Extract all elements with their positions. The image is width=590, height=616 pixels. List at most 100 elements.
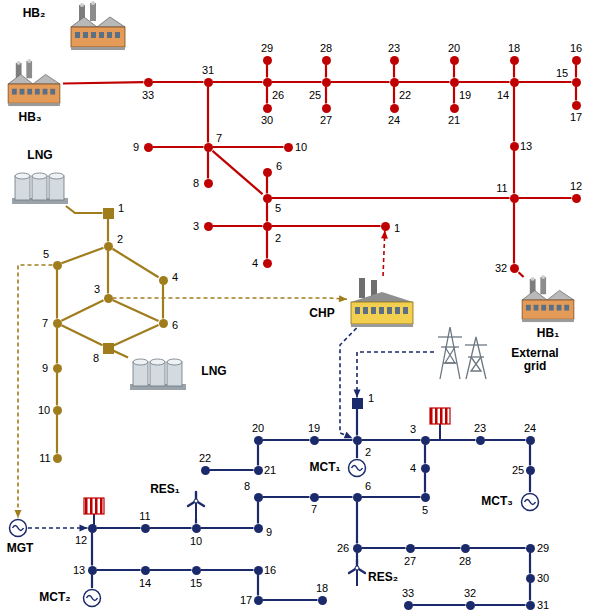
connector-line xyxy=(430,439,476,441)
bus-dot: 5 xyxy=(263,194,272,203)
connector-line xyxy=(195,519,197,524)
network-line xyxy=(425,473,426,493)
network-line xyxy=(213,226,263,227)
bus-dot: 22 xyxy=(201,466,210,475)
bus-dot: 4 xyxy=(421,464,430,473)
icon-part xyxy=(8,74,60,84)
connector-line xyxy=(266,65,268,78)
network-line xyxy=(319,440,353,441)
icon-part xyxy=(522,494,539,511)
bus-dot: 3 xyxy=(204,222,213,231)
network-line xyxy=(319,497,353,498)
bus-dot: 25 xyxy=(526,466,535,475)
icon-part xyxy=(557,305,562,311)
connector-line xyxy=(28,527,88,529)
icon-part xyxy=(43,89,48,95)
icon-part xyxy=(359,278,365,298)
network-line xyxy=(62,325,103,345)
icon-part xyxy=(167,362,182,386)
icon-part xyxy=(349,460,366,477)
component-label: External grid xyxy=(505,347,565,373)
network-line xyxy=(57,415,58,454)
network-line xyxy=(210,470,254,471)
component-label: RES₂ xyxy=(368,571,398,584)
bus-number: 7 xyxy=(42,317,48,329)
icon-part xyxy=(133,359,148,365)
bus-number: 10 xyxy=(190,535,202,547)
bus-number: 13 xyxy=(520,140,532,152)
source-bus-square: 8 xyxy=(103,343,114,354)
connector-line xyxy=(513,203,515,264)
icon xyxy=(517,277,579,323)
network-line xyxy=(357,445,358,459)
connector-line xyxy=(272,197,510,199)
icon-part xyxy=(83,32,88,38)
bus-number: 26 xyxy=(337,542,349,554)
connector-line xyxy=(519,272,524,277)
bus-dot: 2 xyxy=(263,222,272,231)
connector-line xyxy=(272,225,381,227)
bus-number: 3 xyxy=(193,220,199,232)
connector-line xyxy=(257,575,259,596)
icon-part xyxy=(349,559,365,573)
bus-dot: 14 xyxy=(141,566,150,575)
bus-number: 10 xyxy=(38,404,50,416)
icon-part xyxy=(540,277,546,294)
network-line xyxy=(108,251,109,294)
icon-part xyxy=(15,176,30,200)
bus-dot: 6 xyxy=(159,319,168,328)
connector-line xyxy=(453,87,455,104)
connector-line xyxy=(107,251,109,294)
bus-dot: 33 xyxy=(404,601,413,610)
bus-dot: 3 xyxy=(421,436,430,445)
connector-line xyxy=(356,553,358,559)
bus-number: 27 xyxy=(404,555,416,567)
network-line xyxy=(92,533,93,566)
icon-part xyxy=(541,275,545,279)
icon-part xyxy=(32,176,47,200)
bus-number: 8 xyxy=(193,177,199,189)
bus-dot: 15 xyxy=(572,78,581,87)
bus-number: 11 xyxy=(496,182,507,194)
component-label: CHP xyxy=(309,307,334,320)
network-line xyxy=(362,548,406,549)
component-label: MCT₃ xyxy=(481,495,513,508)
bus-dot: 27 xyxy=(322,104,331,113)
connector-line xyxy=(113,298,348,299)
bus-dot: 20 xyxy=(254,436,263,445)
icon xyxy=(10,166,70,206)
bus-dot: 17 xyxy=(572,101,581,110)
bus-dot: 19 xyxy=(310,436,319,445)
bus-dot: 17 xyxy=(254,596,263,605)
icon-part xyxy=(441,346,459,347)
icon-part xyxy=(10,520,27,537)
bus-number: 2 xyxy=(117,233,123,245)
network-line xyxy=(150,570,192,571)
connector-line xyxy=(201,569,254,571)
bus-dot: 30 xyxy=(263,104,272,113)
connector-line xyxy=(529,475,531,493)
connector-line xyxy=(97,527,141,529)
network-line xyxy=(267,231,268,259)
source-bus-square: 1 xyxy=(352,398,363,409)
icon xyxy=(434,323,490,381)
connector-line xyxy=(150,569,192,571)
bus-dot: 18 xyxy=(318,596,327,605)
icon-part xyxy=(99,32,104,38)
bus-number: 13 xyxy=(73,564,85,576)
network-line xyxy=(267,65,268,78)
network-line xyxy=(394,87,395,104)
connector-line xyxy=(470,547,526,549)
icon-part xyxy=(35,89,40,95)
icon-part xyxy=(440,327,460,379)
network-line xyxy=(331,82,390,83)
bus-dot: 23 xyxy=(476,436,485,445)
bus-number: 31 xyxy=(537,599,549,611)
network-line xyxy=(326,87,327,104)
network-line xyxy=(57,270,58,319)
bus-dot: 32 xyxy=(510,264,519,273)
component-label: HB₂ xyxy=(23,7,46,20)
bus-number: 27 xyxy=(320,114,332,126)
connector-line xyxy=(529,583,531,601)
network-line xyxy=(92,575,93,589)
